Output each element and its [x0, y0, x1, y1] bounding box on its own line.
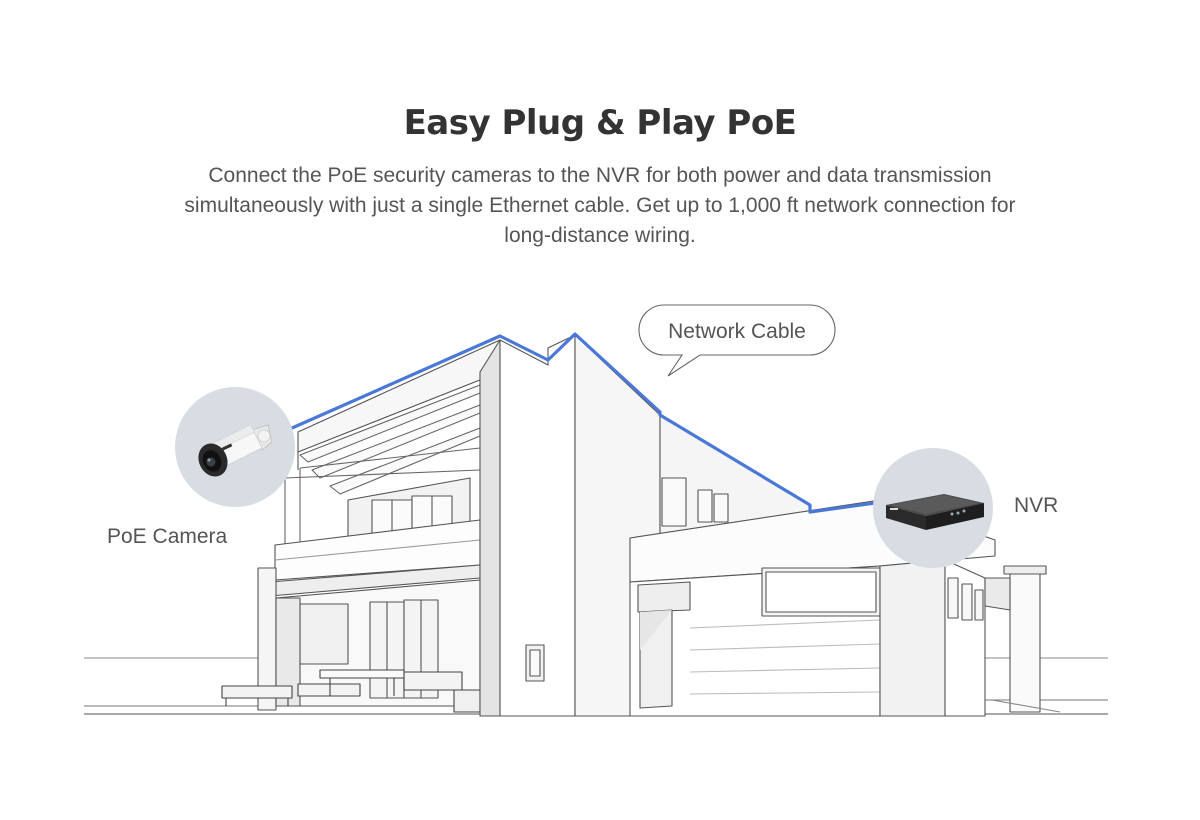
network-cable-label: Network Cable [668, 320, 806, 343]
nvr-device-icon [886, 494, 984, 530]
page-title: Easy Plug & Play PoE [403, 103, 797, 143]
nvr-bubble [873, 448, 993, 568]
poe-camera-bubble [175, 387, 295, 507]
nvr-label: NVR [1014, 494, 1058, 517]
page-description: Connect the PoE security cameras to the … [184, 164, 1016, 247]
house-sketch [84, 334, 1108, 717]
network-cable-line [290, 332, 877, 514]
poe-camera-label: PoE Camera [107, 525, 228, 548]
network-cable-callout: Network Cable [638, 304, 836, 377]
bullet-camera-icon [198, 424, 273, 477]
